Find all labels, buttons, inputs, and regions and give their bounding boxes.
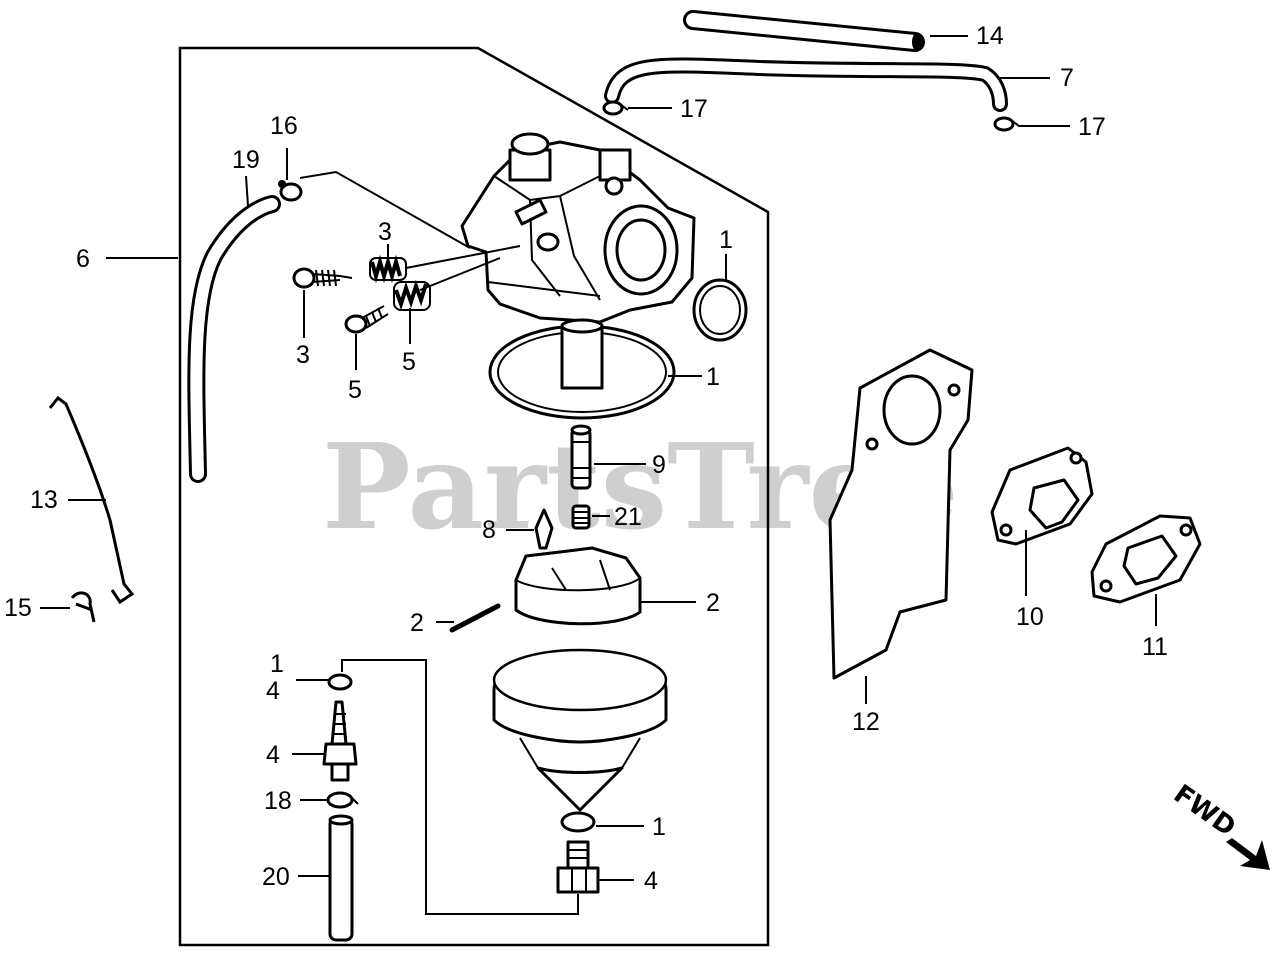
part-15-clip — [70, 591, 96, 623]
link-line-upper — [299, 170, 471, 249]
callout-4-fitting: 4 — [266, 741, 280, 769]
callout-10: 10 — [1016, 603, 1044, 631]
part-1-washer-bottom — [560, 811, 596, 833]
part-1-float-gasket — [488, 318, 676, 420]
part-14-tube — [683, 10, 925, 52]
part-3-screw — [292, 267, 353, 289]
callout-3-upper: 3 — [378, 218, 392, 246]
part-10-insulator — [990, 446, 1094, 546]
part-4-washer — [327, 673, 353, 691]
callout-1-washer: 1 — [652, 813, 666, 841]
part-19-tube — [187, 195, 281, 483]
link-line-3 — [405, 245, 521, 269]
callout-16: 16 — [270, 112, 298, 140]
part-1-oring-side — [692, 278, 748, 342]
callout-14: 14 — [976, 22, 1004, 50]
float-bowl — [492, 648, 668, 812]
callout-19: 19 — [232, 146, 260, 174]
part-5-spring — [393, 279, 431, 311]
callout-5-right: 5 — [402, 348, 416, 376]
part-5-screw — [344, 305, 389, 334]
callout-leaders — [40, 35, 1157, 881]
callout-2-float: 2 — [706, 589, 720, 617]
callout-12: 12 — [852, 708, 880, 736]
callout-15: 15 — [4, 594, 32, 622]
part-4-fitting — [322, 700, 358, 782]
part-18-clip — [326, 791, 359, 809]
part-12-gasket — [828, 348, 974, 680]
callout-17-right: 17 — [1078, 113, 1106, 141]
callout-5-left: 5 — [348, 376, 362, 404]
callout-4-drain-bolt: 4 — [644, 867, 658, 895]
callout-7: 7 — [1060, 64, 1074, 92]
callout-2-pin: 2 — [410, 609, 424, 637]
part-7-tube — [604, 57, 1008, 112]
callout-6: 6 — [76, 245, 90, 273]
part-2-float — [514, 546, 642, 626]
part-20-tube — [328, 814, 354, 942]
callout-21: 21 — [614, 503, 642, 531]
callout-8: 8 — [482, 516, 496, 544]
part-11-gasket — [1090, 514, 1202, 604]
assembly-frame — [178, 46, 770, 947]
callout-18: 18 — [264, 787, 292, 815]
callout-1-bracket: 1 — [270, 650, 284, 678]
callout-13: 13 — [30, 486, 58, 514]
part-16-clip — [278, 180, 303, 202]
fwd-label: FWD — [1168, 779, 1241, 843]
callout-9: 9 — [652, 451, 666, 479]
callout-11: 11 — [1142, 633, 1168, 661]
part-13-rod — [48, 395, 135, 605]
part-17-clip-left — [602, 100, 629, 116]
callout-1-float-gasket: 1 — [706, 363, 720, 391]
callout-17-left: 17 — [680, 95, 708, 123]
callout-20: 20 — [262, 863, 290, 891]
part-9-needle-valve — [570, 424, 592, 490]
callout-labels: 14 7 17 17 16 19 6 3 3 5 5 1 1 9 21 8 13… — [4, 22, 1168, 895]
link-line-5 — [419, 257, 501, 291]
part-4-drain-bolt — [556, 840, 600, 894]
part-17-clip-right — [993, 116, 1020, 132]
part-8-pin — [534, 508, 554, 550]
fwd-direction-marker: FWD — [1168, 779, 1270, 870]
carburetor-body — [460, 132, 696, 324]
part-21-jet — [571, 504, 591, 530]
bracket-line — [341, 659, 579, 915]
callout-3-lower: 3 — [296, 341, 310, 369]
part-2-float-pin — [449, 603, 501, 633]
callout-1-side-oring: 1 — [719, 226, 733, 254]
callout-4-washer: 4 — [266, 677, 280, 705]
